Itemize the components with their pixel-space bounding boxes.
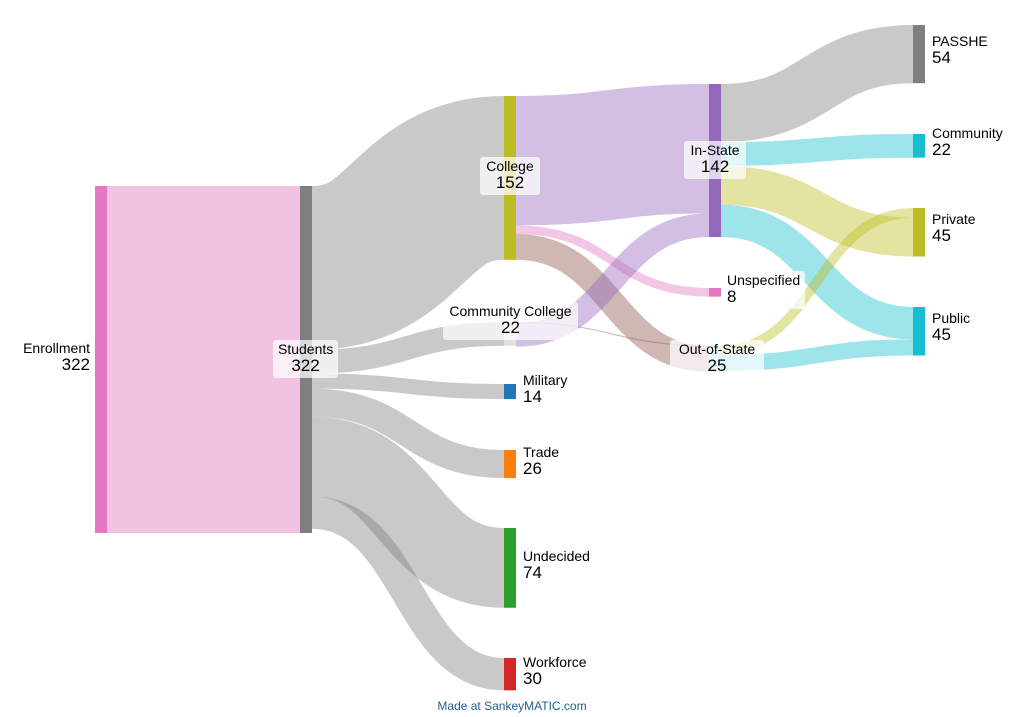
node-bar-workforce	[504, 658, 516, 691]
node-bar-community	[913, 134, 925, 158]
node-bar-enrollment	[95, 186, 107, 533]
node-bar-passhe	[913, 25, 925, 84]
flow-students-to-undecided	[309, 416, 507, 608]
flow-students-to-military	[311, 373, 505, 400]
flow-college-to-unspecified	[515, 225, 710, 297]
node-bar-undecided	[504, 528, 516, 608]
flow-in-state-to-public	[720, 204, 914, 340]
node-bar-private	[913, 208, 925, 257]
flow-students-to-college	[307, 96, 509, 350]
flow-students-to-workforce	[310, 496, 506, 691]
flow-in-state-to-passhe	[720, 25, 914, 143]
flow-students-to-trade	[311, 388, 505, 479]
flow-in-state-to-private	[720, 165, 914, 257]
flow-in-state-to-community	[720, 133, 914, 166]
flow-links	[106, 25, 914, 691]
node-bar-military	[504, 384, 516, 400]
node-bar-public	[913, 307, 925, 356]
flow-college-to-in-state	[515, 83, 710, 226]
node-bar-unspecified	[709, 288, 721, 297]
sankeymatic-credit[interactable]: Made at SankeyMATIC.com	[437, 699, 587, 713]
node-bar-trade	[504, 450, 516, 479]
